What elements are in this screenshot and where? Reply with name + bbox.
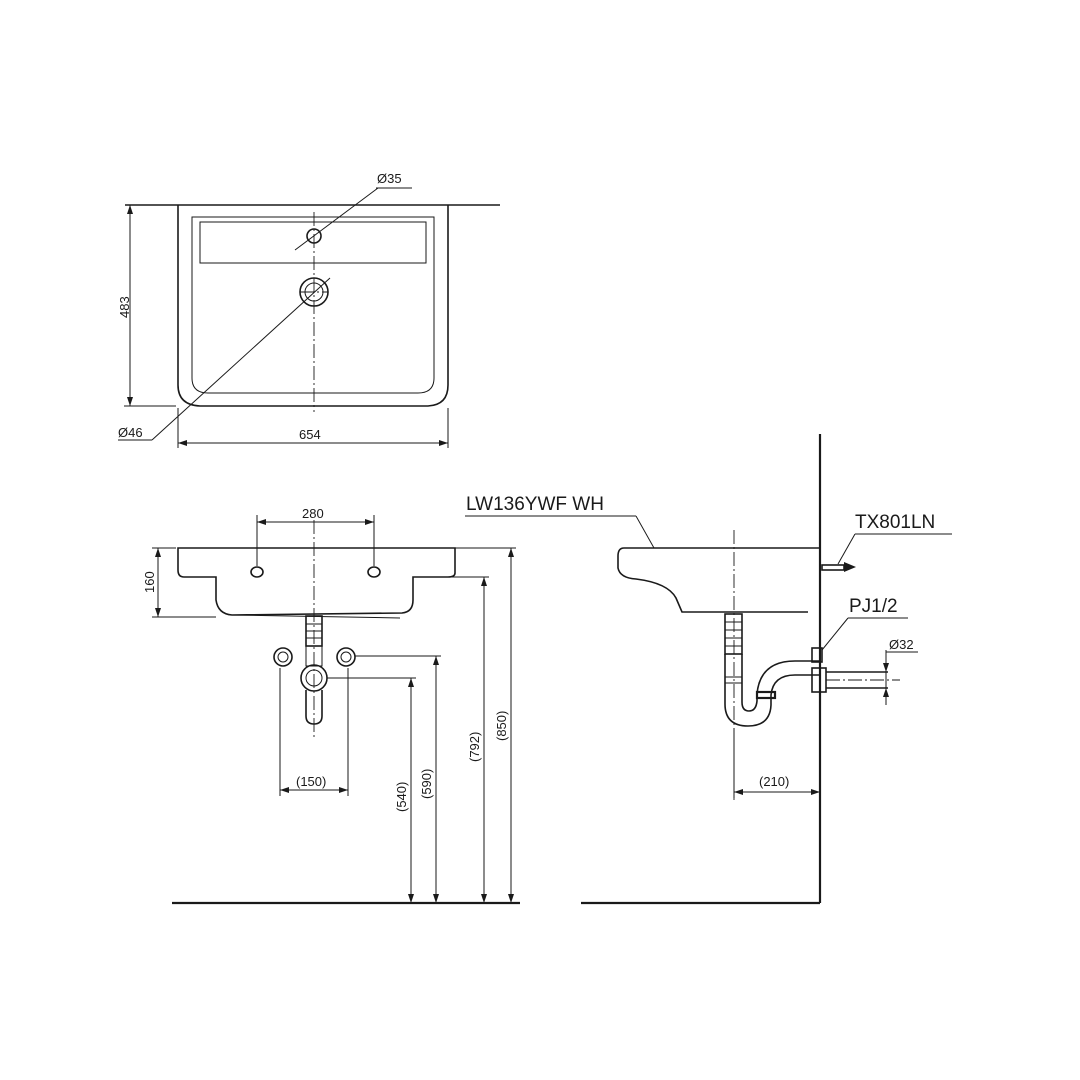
basin-outline-side [617, 547, 820, 613]
supply-height-label: (590) [419, 769, 434, 799]
p-trap [724, 654, 820, 727]
tap-spacing-label: 280 [302, 506, 324, 521]
depth-label: 483 [117, 296, 132, 318]
width-label: 654 [299, 427, 321, 442]
side-view: LW136YWF WH TX801LN PJ1/2 Ø3 [465, 434, 952, 905]
tap-hole-label: Ø35 [377, 171, 402, 186]
bracket-model-label: TX801LN [855, 512, 935, 533]
front-view: 280 160 (150) (540) [142, 506, 520, 905]
basin-height-label: 160 [142, 571, 157, 593]
supply-valve-left [273, 647, 293, 667]
trap-diameter-label: Ø32 [889, 637, 914, 652]
trap-offset-label: (210) [759, 774, 789, 789]
drain-label: Ø46 [118, 425, 143, 440]
drain-hole-inner [304, 282, 324, 302]
tap-hole [306, 228, 322, 244]
basin-inner-rim [191, 216, 435, 394]
bottom-height-label: (792) [467, 732, 482, 762]
waste-pipe-side [724, 613, 743, 655]
supply-spacing-label: (150) [296, 774, 326, 789]
tap-hole-right [367, 566, 381, 578]
basin-model-label: LW136YWF WH [466, 494, 604, 515]
basin-outline-front [177, 547, 456, 616]
angle-valve [811, 647, 823, 663]
top-view: Ø35 Ø46 483 654 [117, 171, 500, 448]
valve-label: PJ1/2 [849, 596, 898, 617]
rim-height-label: (850) [494, 711, 509, 741]
drain-hole-outer [299, 277, 329, 307]
outlet-height-label: (540) [394, 782, 409, 812]
tap-hole-left [250, 566, 264, 578]
bracket-bolt [821, 564, 845, 571]
supply-valve-right [336, 647, 356, 667]
basin-deck [199, 221, 427, 264]
